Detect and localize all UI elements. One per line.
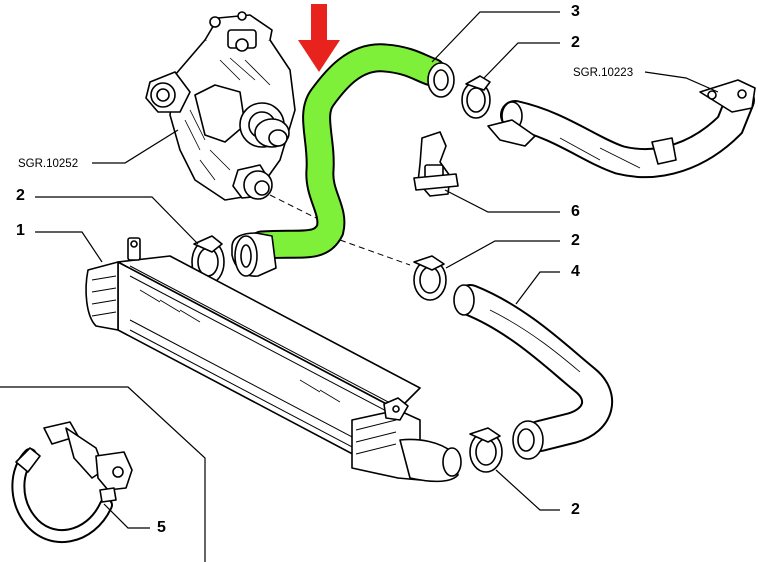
callout-2-bottom: 2	[571, 501, 580, 518]
callout-1-leader	[35, 231, 103, 263]
clamp-detail	[11, 421, 133, 543]
intercooler-outlet-hose	[453, 284, 614, 460]
alignment-line	[269, 194, 411, 266]
highlighted-hose	[231, 43, 455, 277]
callout-3: 3	[571, 3, 580, 20]
callout-2-middle-leader	[445, 240, 560, 269]
callout-2-top-leader	[483, 42, 560, 79]
callout-4: 4	[571, 263, 580, 280]
hose-clamp-top	[461, 75, 491, 119]
throttle-body-leader	[92, 129, 179, 164]
callout-1: 1	[16, 222, 25, 239]
callout-2-left: 2	[16, 187, 25, 204]
egr-pipe-leader	[644, 71, 719, 93]
callout-2-left-leader	[35, 196, 199, 245]
callout-4-leader	[515, 271, 560, 305]
hose-clamp-middle	[413, 255, 447, 301]
callout-5: 5	[157, 519, 166, 536]
hose-clamp-bottom	[469, 427, 503, 473]
callout-6: 6	[571, 203, 580, 220]
callout-2-middle: 2	[571, 232, 580, 249]
throttle-body-assembly	[145, 11, 296, 201]
callout-3-leader	[431, 11, 560, 63]
callout-5-leader	[103, 503, 150, 529]
throttle-body-ref: SGR.10252	[18, 158, 78, 170]
callout-2-bottom-leader	[495, 469, 560, 511]
egr-pipe	[487, 79, 756, 178]
callout-6-leader	[444, 189, 560, 213]
intercooler	[85, 237, 462, 483]
callout-2-top: 2	[571, 34, 580, 51]
arrow-down-icon	[298, 4, 340, 72]
detail-inset-border	[0, 386, 206, 562]
egr-pipe-ref: SGR.10223	[573, 67, 633, 79]
sensor-part	[413, 131, 459, 197]
